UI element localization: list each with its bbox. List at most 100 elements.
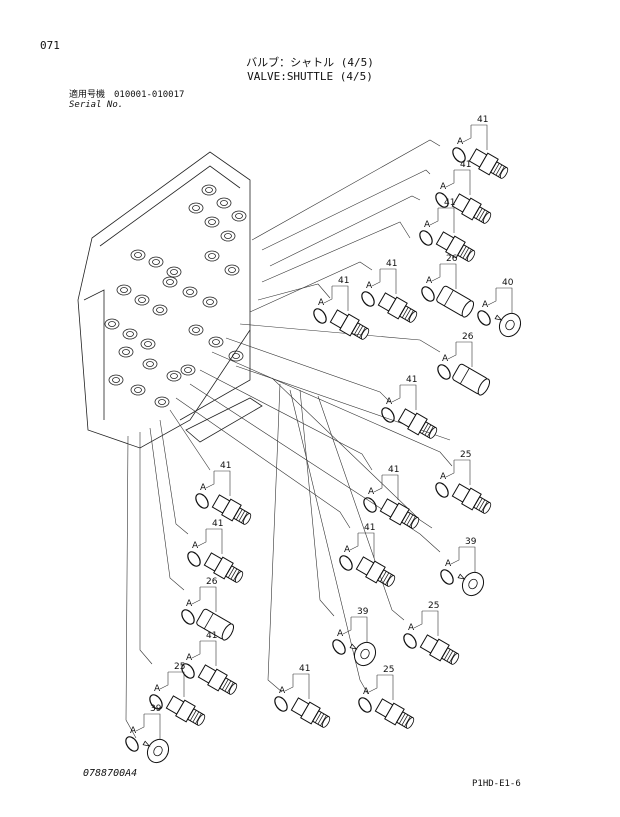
part-number-callout: 41 <box>477 115 488 125</box>
part-number-callout: 41 <box>299 664 310 674</box>
port-bore <box>138 297 146 303</box>
port-hole <box>130 384 146 396</box>
plug <box>349 641 377 667</box>
port-hole <box>148 256 164 268</box>
o-ring-mark: A <box>318 298 325 308</box>
part-number-callout: 41 <box>388 465 399 475</box>
port-bore <box>156 307 164 313</box>
leader-line <box>225 337 391 403</box>
callout-bracket <box>191 640 217 666</box>
part-group: 41A <box>181 631 238 695</box>
o-ring <box>437 364 451 380</box>
leader-line <box>169 409 211 471</box>
part-group: 39A <box>440 537 485 597</box>
part-number-callout: 41 <box>460 160 471 170</box>
o-ring <box>187 551 201 567</box>
adapter-fitting <box>397 408 438 439</box>
o-ring-mark: A <box>344 545 351 555</box>
title-english: VALVE:SHUTTLE (4/5) <box>247 70 373 83</box>
part-group: 41A <box>363 465 420 529</box>
port-bore <box>232 353 240 359</box>
callout-bracket <box>284 673 310 699</box>
port-hole <box>118 346 134 358</box>
part-group: 41A <box>274 664 331 728</box>
port-bore <box>220 200 228 206</box>
port-bore <box>224 233 232 239</box>
o-ring-mark: A <box>130 726 137 736</box>
adapter-fitting <box>419 634 460 665</box>
leader-line <box>189 383 441 553</box>
adapter-fitting <box>374 698 415 729</box>
port-bore <box>184 367 192 373</box>
port-hole <box>182 286 198 298</box>
o-ring <box>195 493 209 509</box>
plug <box>494 312 522 338</box>
leader-line <box>211 351 453 467</box>
callout-bracket <box>371 268 397 294</box>
leader-line <box>175 397 351 529</box>
part-number-callout: 26 <box>462 332 474 342</box>
port-hole <box>224 264 240 276</box>
o-ring-mark: A <box>279 686 286 696</box>
leader-line <box>317 395 405 621</box>
part-group: 26A <box>181 577 235 641</box>
port-hole <box>188 324 204 336</box>
adapter-fitting <box>290 697 331 728</box>
adapter-fitting <box>203 552 244 583</box>
port-hole <box>134 294 150 306</box>
port-hole <box>104 318 120 330</box>
callout-bracket <box>431 263 457 289</box>
o-ring-mark: A <box>186 599 193 609</box>
o-ring <box>149 694 163 710</box>
port-hole <box>130 249 146 261</box>
part-number-callout: 41 <box>212 519 223 529</box>
part-group: 41A <box>381 375 438 439</box>
adapter-fitting <box>468 148 509 179</box>
port-bore <box>235 213 243 219</box>
o-ring <box>358 697 372 713</box>
o-ring-mark: A <box>386 397 393 407</box>
plug <box>457 571 485 597</box>
adapter-fitting <box>329 309 370 340</box>
leader-line <box>149 427 185 591</box>
port-bore <box>126 331 134 337</box>
callout-bracket <box>487 287 513 313</box>
adapter-fitting <box>211 494 252 525</box>
valve-block-edge <box>83 289 105 420</box>
adapter-fitting <box>197 664 238 695</box>
part-number-callout: 41 <box>220 461 231 471</box>
port-hole <box>166 370 182 382</box>
port-bore <box>120 287 128 293</box>
o-ring <box>440 569 454 585</box>
callout-bracket <box>135 713 161 739</box>
part-number-callout: 39 <box>357 607 369 617</box>
o-ring <box>421 286 435 302</box>
o-ring-mark: A <box>440 472 447 482</box>
part-number-callout: 41 <box>406 375 417 385</box>
leader-line <box>249 261 373 313</box>
o-ring <box>435 192 449 208</box>
o-ring-mark: A <box>186 653 193 663</box>
part-number-callout: 41 <box>386 259 397 269</box>
serial-label-english: Serial No. <box>69 100 124 110</box>
callout-bracket <box>462 124 488 150</box>
part-group: 25A <box>358 665 415 729</box>
leader-line <box>199 369 373 471</box>
o-ring-mark: A <box>424 220 431 230</box>
page-number: 071 <box>40 39 60 52</box>
callout-bracket <box>450 546 476 572</box>
callout-bracket <box>159 671 185 697</box>
port-hole <box>201 184 217 196</box>
port-bore <box>206 299 214 305</box>
port-hole <box>154 396 170 408</box>
leader-lines <box>125 139 453 739</box>
adapter-fitting <box>451 193 492 224</box>
union-fitting <box>452 363 491 396</box>
adapter-fitting <box>377 292 418 323</box>
part-number-callout: 25 <box>174 662 185 672</box>
port-hole <box>216 197 232 209</box>
port-hole <box>116 284 132 296</box>
port-hole <box>108 374 124 386</box>
serial-label-japanese: 適用号機 010001-010017 <box>69 90 185 100</box>
